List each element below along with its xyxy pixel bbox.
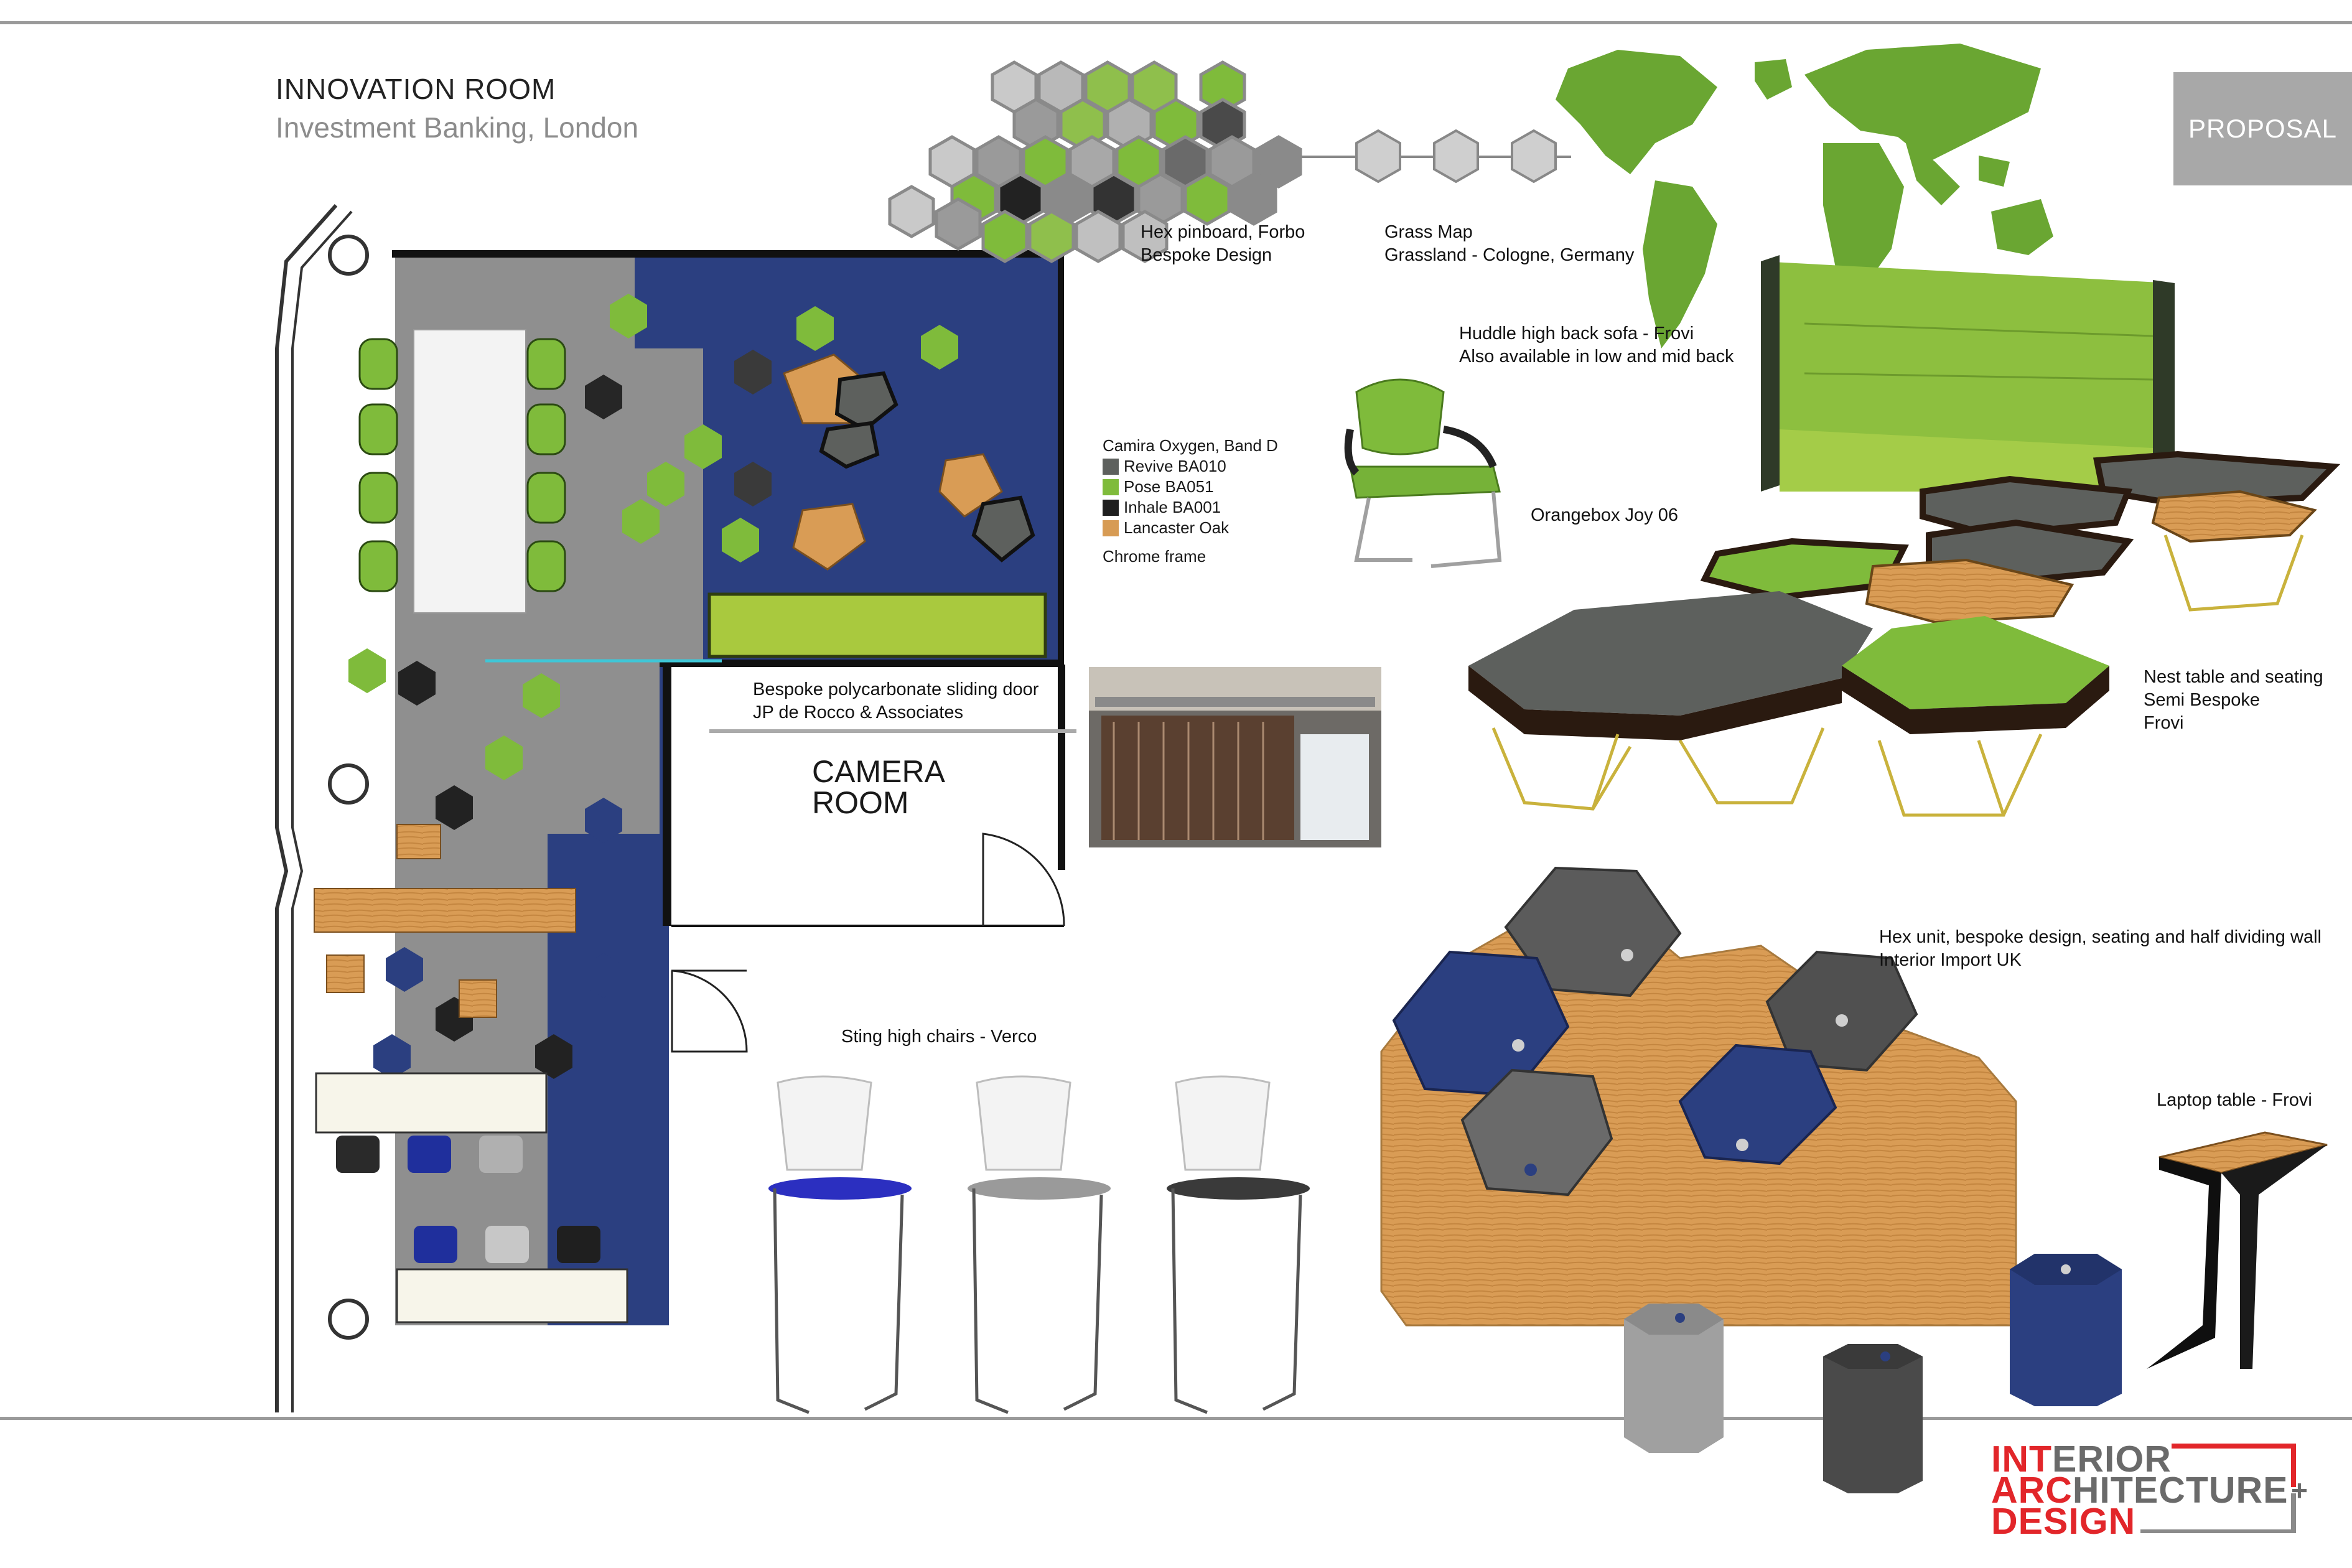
legend-item: Revive BA010 — [1103, 456, 1278, 477]
logo-text: ARC — [1991, 1470, 2073, 1511]
plus-icon: + — [2291, 1474, 2308, 1506]
oak-pentagon-tables — [783, 353, 1035, 571]
caption-line: Nest table and seating — [2144, 667, 2323, 687]
hex-unit-shelving — [1380, 866, 2017, 1327]
plan-chair — [414, 1226, 457, 1263]
nest-tables — [1468, 450, 2341, 817]
caption-line: Interior Import UK — [1879, 950, 2022, 970]
plan-desk — [396, 1268, 628, 1323]
plan-chair — [557, 1226, 600, 1263]
logo-line-2: ARCHITECTURE — [1991, 1472, 2288, 1509]
fabric-legend: Camira Oxygen, Band D Revive BA010 Pose … — [1103, 436, 1278, 566]
caption-line: Huddle high back sofa - Frovi — [1459, 324, 1694, 343]
oak-bench — [314, 888, 576, 933]
caption-nest-table: Nest table and seating Semi Bespoke Frov… — [2144, 666, 2323, 735]
sliding-door-photo — [1089, 667, 1381, 847]
plan-chair — [408, 1136, 451, 1173]
legend-swatch — [1103, 458, 1119, 475]
logo-text: HITECTURE — [2072, 1470, 2289, 1511]
caption-sliding-door: Bespoke polycarbonate sliding door JP de… — [753, 678, 1038, 724]
plan-chair — [336, 1136, 380, 1173]
door-swing-icon — [671, 969, 748, 1053]
caption-grass-map: Grass Map Grassland - Cologne, Germany — [1384, 221, 1634, 267]
legend-label: Lancaster Oak — [1124, 518, 1230, 537]
company-logo: INTERIOR ARCHITECTURE DESIGN + — [1991, 1437, 2315, 1543]
logo-line-3: DESIGN — [1991, 1503, 2135, 1540]
column-icon — [328, 235, 369, 276]
caption-line: Grass Map — [1384, 222, 1473, 242]
logo-text: DESIGN — [1991, 1501, 2136, 1542]
legend-item: Inhale BA001 — [1103, 497, 1278, 518]
caption-sting-chairs: Sting high chairs - Verco — [841, 1027, 1037, 1047]
caption-line: Semi Bespoke — [2144, 690, 2260, 710]
legend-item: Lancaster Oak — [1103, 518, 1278, 538]
legend-frame-note: Chrome frame — [1103, 547, 1206, 566]
plan-chair — [485, 1226, 529, 1263]
grass-world-map — [1556, 44, 2053, 348]
huddle-sofa — [1761, 255, 2175, 492]
legend-swatch — [1103, 520, 1119, 536]
caption-line: Grassland - Cologne, Germany — [1384, 245, 1635, 265]
camera-room-line: CAMERA — [812, 754, 945, 789]
caption-line: Bespoke polycarbonate sliding door — [753, 679, 1039, 699]
caption-line: JP de Rocco & Associates — [753, 702, 963, 722]
bottom-divider — [0, 1417, 2352, 1420]
legend-item: Pose BA051 — [1103, 477, 1278, 497]
legend-title: Camira Oxygen, Band D — [1103, 436, 1278, 455]
caption-line: Hex pinboard, Forbo — [1141, 222, 1305, 242]
camera-room-label: CAMERA ROOM — [812, 756, 945, 818]
caption-line: Bespoke Design — [1141, 245, 1272, 265]
logo-line-1: INTERIOR — [1991, 1441, 2172, 1478]
carpet-hex-tiles — [348, 294, 958, 1079]
page-title: INNOVATION ROOM — [276, 73, 556, 105]
top-divider — [0, 21, 2352, 24]
logo-text: ERIOR — [2052, 1439, 2172, 1480]
plan-chair — [479, 1136, 523, 1173]
proposal-badge: PROPOSAL — [2173, 72, 2352, 185]
caption-orangebox: Orangebox Joy 06 — [1531, 505, 1678, 525]
caption-line: Hex unit, bespoke design, seating and ha… — [1879, 927, 2322, 947]
door-swing-icon — [982, 833, 1065, 926]
logo-text: INT — [1991, 1439, 2053, 1480]
hex-pinboard — [888, 60, 1571, 263]
hex-stools — [1624, 1254, 2122, 1493]
caption-huddle-sofa: Huddle high back sofa - Frovi Also avail… — [1459, 322, 1734, 368]
caption-hex-unit: Hex unit, bespoke design, seating and ha… — [1879, 926, 2322, 972]
caption-line: Frovi — [2144, 713, 2184, 733]
orangebox-chair — [1344, 378, 1502, 568]
caption-hex-pinboard: Hex pinboard, Forbo Bespoke Design — [1141, 221, 1305, 267]
caption-laptop-table: Laptop table - Frovi — [2157, 1090, 2312, 1110]
legend-label: Revive BA010 — [1124, 457, 1226, 475]
camera-room-line: ROOM — [812, 785, 909, 820]
plan-sofa — [707, 592, 1047, 658]
boardroom-table — [413, 329, 526, 614]
laptop-table — [2147, 1131, 2328, 1369]
page-subtitle: Investment Banking, London — [276, 111, 639, 144]
column-icon — [328, 1299, 369, 1340]
plan-desk — [315, 1072, 548, 1134]
sting-high-chairs — [768, 1075, 1310, 1414]
legend-swatch — [1103, 499, 1119, 516]
legend-label: Pose BA051 — [1124, 477, 1214, 496]
logo-bracket — [2140, 1444, 2296, 1533]
caption-line: Also available in low and mid back — [1459, 347, 1734, 366]
floor-plan — [275, 204, 1065, 1412]
legend-swatch — [1103, 478, 1119, 495]
legend-label: Inhale BA001 — [1124, 498, 1221, 516]
proposal-badge-label: PROPOSAL — [2188, 114, 2338, 143]
boardroom-chairs — [358, 338, 566, 592]
column-icon — [328, 763, 369, 805]
